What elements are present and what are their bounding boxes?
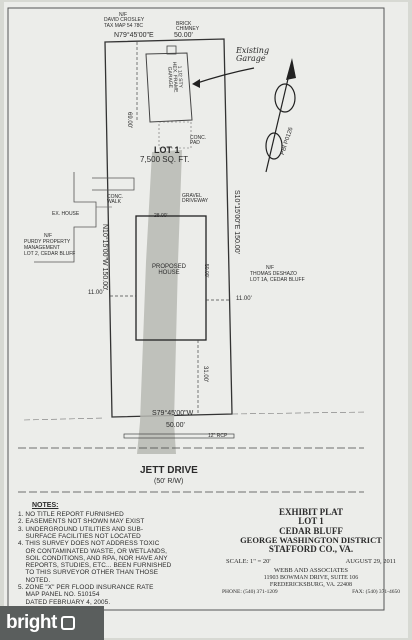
house-width: 28.00' <box>154 213 168 219</box>
front-setback: 31.00' <box>202 366 208 383</box>
firm-address-2: FREDERICKSBURG, VA. 22408 <box>269 581 353 588</box>
east-neighbor-label: N/F <box>266 265 275 271</box>
note-line: NOTED. <box>18 576 51 584</box>
logo-square-icon <box>60 616 75 630</box>
east-neighbor-lot: LOT 1A, CEDAR BLUFF <box>250 277 305 283</box>
rear-distance: 69.00' <box>126 112 132 129</box>
title-block: EXHIBIT PLAT LOT 1 CEDAR BLUFF GEORGE WA… <box>216 507 406 596</box>
plat-drawing <box>7 7 385 611</box>
east-bearing: S10°15'00"E 150.00' <box>233 190 240 255</box>
south-distance: 50.00' <box>166 422 185 429</box>
brokerage-logo: bright <box>0 606 104 640</box>
east-neighbor-name: THOMAS DESHAZO <box>250 271 297 277</box>
north-neighbor-tax: TAX MAP 54 78C <box>104 23 143 29</box>
rcp-label: 12" RCP <box>208 433 228 439</box>
street-row: (50' R/W) <box>154 478 184 485</box>
firm-fax: FAX: (540) 371-4650 <box>352 588 400 595</box>
garage-label: 1 1/2 STY HEX. FRAME GARAGE <box>166 61 184 93</box>
note-line: SURFACE FACILITIES NOT LOCATED <box>18 532 141 540</box>
title-line-1: EXHIBIT PLAT <box>279 507 343 517</box>
existing-garage-note: Existing Garage <box>236 46 270 63</box>
north-neighbor-name: DAVID CROSLEY <box>104 17 145 23</box>
lot-label: LOT 1 <box>154 145 180 155</box>
note-line: DATED FEBRUARY 4, 2005. <box>18 598 111 606</box>
chimney <box>166 45 177 55</box>
note-line: OR CONTAMINATED WASTE, OR WETLANDS, <box>18 547 167 555</box>
survey-sheet: N/F DAVID CROSLEY TAX MAP 54 78C BRICK C… <box>4 2 408 638</box>
note-line: 5. ZONE "X" PER FLOOD INSURANCE RATE <box>18 584 154 591</box>
note-line: TO THIS SURVEYOR OTHER THAN THOSE <box>18 569 159 577</box>
ex-house-label: EX. HOUSE <box>52 211 80 217</box>
north-arrow <box>265 61 293 173</box>
firm-phone: PHONE: (540) 371-1209 <box>222 588 278 595</box>
ex-house-outline <box>34 172 97 263</box>
existing-garage <box>145 52 193 123</box>
west-neighbor-name: PURDY PROPERTY <box>24 239 71 245</box>
south-bearing: S79°45'00"W <box>152 410 194 417</box>
lot-area: 7,500 SQ. FT. <box>140 155 190 164</box>
note-line: 4. THIS SURVEY DOES NOT ADDRESS TOXIC <box>18 540 160 548</box>
west-bearing: N10°15'00"W 150.00' <box>101 224 108 291</box>
notes-title: NOTES: <box>32 502 59 509</box>
gravel-driveway <box>137 150 182 454</box>
firm-address-1: 11903 BOWMAN DRIVE, SUITE 106 <box>263 575 359 582</box>
title-line-3: CEDAR BLUFF <box>279 525 343 536</box>
logo-wordmark: bright <box>6 612 57 633</box>
west-neighbor-name2: MANAGEMENT <box>24 245 60 251</box>
sheet-border <box>7 7 385 611</box>
plat-date: AUGUST 29, 2011 <box>345 557 396 565</box>
title-line-2: LOT 1 <box>298 516 324 527</box>
brick-chimney-label: BRICK CHIMNEY <box>176 21 200 32</box>
note-line: 3. UNDERGROUND UTILITIES AND SUB- <box>18 525 144 533</box>
note-line: REPORTS, STUDIES, ETC... BEEN FURNISHED <box>18 562 172 570</box>
note-line: 1. NO TITLE REPORT FURNISHED <box>18 511 124 518</box>
conc-pad <box>158 121 192 149</box>
conc-walk-label: CONC. WALK <box>107 194 124 205</box>
proposed-house-label: PROPOSED HOUSE <box>152 264 187 276</box>
note-line: SOIL CONDITIONS, AND RPA, NOR HAVE ANY <box>18 554 168 562</box>
north-neighbor-label: N/F <box>119 12 128 18</box>
note-line: MAP PANEL NO. 510154 <box>18 591 100 599</box>
north-distance: 50.00' <box>174 32 193 39</box>
note-line: 2. EASEMENTS NOT SHOWN MAY EXIST <box>18 518 145 526</box>
north-bearing: N79°45'00"E <box>114 32 154 39</box>
west-neighbor-lot: LOT 2, CEDAR BLUFF <box>24 251 76 257</box>
gravel-drive-label: GRAVEL DRIVEWAY <box>182 193 209 204</box>
conc-pad-label: CONC. PAD <box>190 135 207 146</box>
west-neighbor-label: N/F <box>44 233 53 239</box>
scale-label: SCALE: 1" = 20' <box>226 557 271 565</box>
left-setback: 11.00' <box>88 290 104 296</box>
proposed-house <box>135 215 207 341</box>
rcp-pipe <box>123 433 235 439</box>
title-line-4: GEORGE WASHINGTON DISTRICT <box>240 535 382 546</box>
house-depth: 50.00' <box>203 264 209 278</box>
title-line-5: STAFFORD CO., VA. <box>268 544 354 555</box>
firm-name: WEBB AND ASSOCIATES <box>273 567 349 575</box>
street-name: JETT DRIVE <box>140 465 198 476</box>
right-setback: 11.00' <box>236 296 252 302</box>
